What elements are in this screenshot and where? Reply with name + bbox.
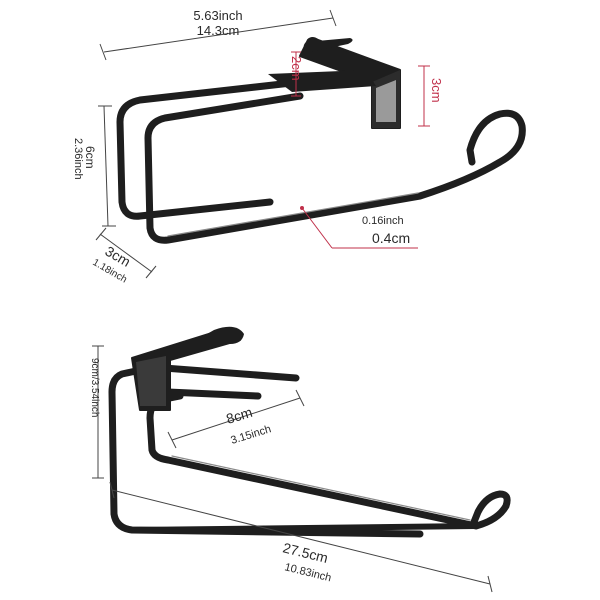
top-wire-cm-label: 0.4cm — [372, 230, 410, 246]
top-clip-gap-label: 2cm — [289, 56, 304, 81]
top-clip-bottom-arm — [268, 70, 376, 92]
top-width-dimension — [99, 9, 337, 61]
top-back-wire — [116, 78, 304, 220]
top-wire-inch-label: 0.16inch — [362, 215, 404, 227]
top-bracket-height-dimension — [418, 65, 430, 127]
bottom-height-label: 9cm/3.54inch — [89, 358, 100, 417]
bottom-height-dimension — [92, 345, 104, 479]
top-depth-dimension — [95, 227, 157, 279]
bottom-gap-dimension — [167, 389, 305, 449]
bottom-gap-cm-label: 8cm — [224, 404, 254, 427]
top-front-wire-shine — [167, 192, 419, 237]
top-clip-gap-dimension — [291, 51, 301, 97]
top-wire-callout-dot — [300, 206, 304, 210]
top-holder-drawing — [116, 37, 526, 244]
top-clip-top-fold — [303, 38, 353, 52]
top-clip-inner — [376, 80, 396, 122]
bottom-gap-inch-label: 3.15inch — [229, 423, 272, 447]
top-height-cm-label: 6cm — [83, 146, 97, 169]
bottom-front-wire — [146, 392, 511, 530]
top-width-inch-label: 5.63inch — [193, 8, 242, 23]
bottom-arm-lower — [164, 388, 262, 400]
top-height-inch-label: 2.36inch — [72, 138, 84, 180]
top-wire-callout — [301, 207, 418, 249]
bottom-clip-face — [136, 356, 166, 406]
bottom-lower-rail — [129, 523, 479, 533]
bottom-holder-drawing — [108, 326, 511, 538]
top-front-wire — [144, 92, 526, 244]
top-width-cm-label: 14.3cm — [197, 23, 240, 38]
bottom-back-wire — [108, 364, 424, 538]
bottom-arm-upper — [160, 364, 300, 382]
bottom-rail-shine — [171, 455, 471, 521]
bottom-clip-fold — [200, 326, 244, 344]
bottom-length-dimension — [109, 481, 493, 593]
top-bracket-height-label: 3cm — [429, 78, 444, 103]
top-height-dimension — [98, 105, 116, 227]
